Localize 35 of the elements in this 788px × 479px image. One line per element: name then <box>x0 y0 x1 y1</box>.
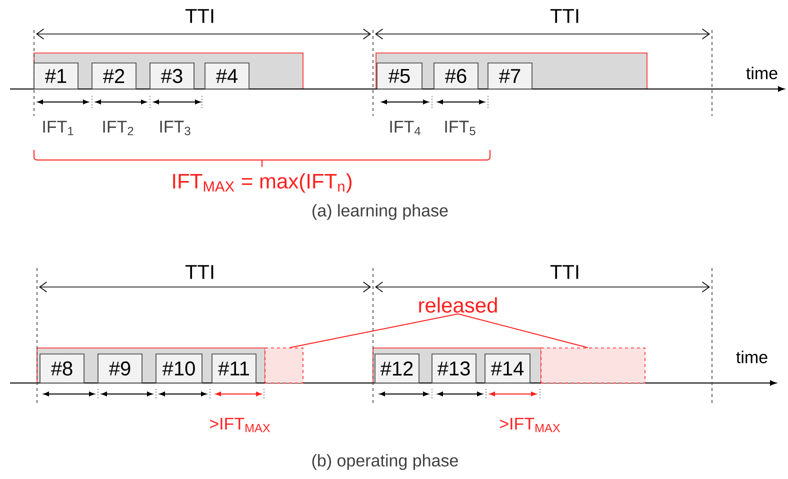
label-text: IFT$_{3}$ <box>160 120 190 136</box>
leader-line <box>458 313 588 348</box>
label-text: TTI <box>185 9 214 23</box>
label-text: IFT$_{2}$ <box>103 120 134 136</box>
packet-box: #13 <box>432 354 476 384</box>
label-text: TTI <box>550 9 578 23</box>
packet-box: #4 <box>204 62 250 90</box>
label-text: time <box>736 350 768 364</box>
packet-box: #9 <box>98 354 142 384</box>
label-text: >IFT$_{MAX}$ <box>500 418 560 432</box>
label-text: TTI <box>185 265 214 279</box>
label-text: >IFT$_{MAX}$ <box>210 418 270 432</box>
label-text: IFT$_{MAX}$ = max(IFT$_{n}$) <box>173 173 352 193</box>
packet-box: #2 <box>92 62 136 90</box>
packet-box: #1 <box>34 62 78 90</box>
label-text: time <box>746 66 778 80</box>
label-text: IFT$_{5}$ <box>445 120 476 136</box>
released-slot <box>264 348 304 384</box>
packet-box: #6 <box>434 62 478 90</box>
packet-box: #14 <box>484 354 530 384</box>
leader-line <box>289 313 458 348</box>
packet-box: #11 <box>212 354 256 384</box>
released-label: released <box>419 297 497 313</box>
packet-box: #5 <box>376 62 422 90</box>
label-text: IFT$_{1}$ <box>43 120 74 136</box>
packet-box: #10 <box>156 354 202 384</box>
packet-box: #7 <box>488 62 532 90</box>
packet-box: #8 <box>40 354 84 384</box>
caption: (b) operating phase <box>312 454 458 470</box>
label-text: TTI <box>550 265 578 279</box>
released-slot <box>540 348 646 384</box>
label-text: IFT$_{4}$ <box>390 120 420 136</box>
packet-box: #3 <box>150 62 194 90</box>
packet-box: #12 <box>374 354 420 384</box>
caption: (a) learning phase <box>312 204 448 220</box>
